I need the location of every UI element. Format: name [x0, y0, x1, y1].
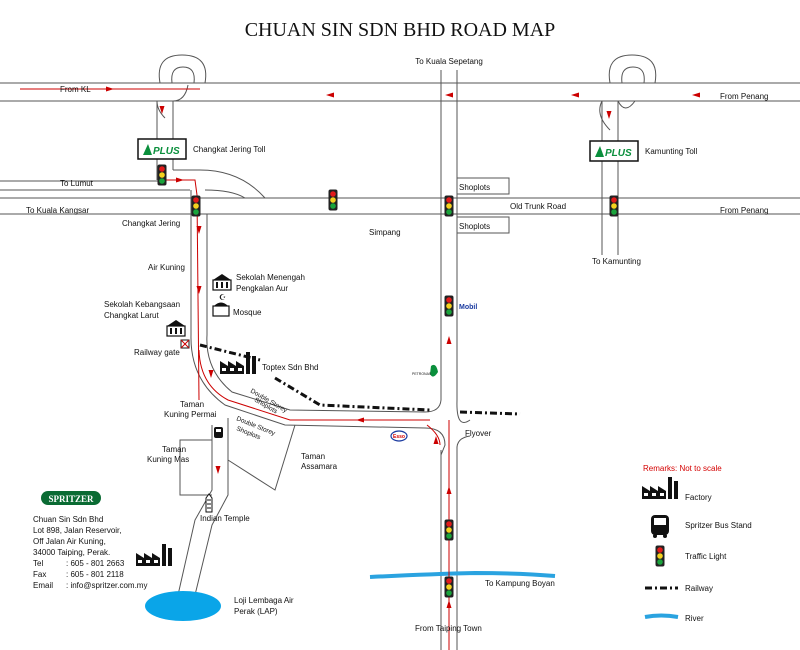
- company-tel-label: Tel: [33, 559, 43, 568]
- spritzer-logo: SPRITZER: [48, 494, 94, 504]
- school-icon: [212, 273, 232, 291]
- traffic-light-icon: [191, 195, 201, 217]
- legend-railway: Railway: [685, 584, 713, 593]
- label-taman-kuning-mas-2: Kuning Mas: [147, 455, 189, 464]
- traffic-light-icon: [328, 189, 338, 211]
- label-to-kamunting: To Kamunting: [592, 257, 641, 266]
- label-sekolah-menengah-2: Pengkalan Aur: [236, 284, 288, 293]
- label-simpang: Simpang: [369, 228, 401, 237]
- plus-toll-sign-right: PLUS: [589, 140, 639, 162]
- label-taman-assamara-2: Assamara: [301, 462, 338, 471]
- svg-text:☪: ☪: [219, 293, 226, 302]
- label-from-taiping-town: From Taiping Town: [415, 624, 482, 633]
- company-name: Chuan Sin Sdn Bhd: [33, 515, 103, 524]
- company-addr-1: Lot 898, Jalan Reservoir,: [33, 526, 122, 535]
- company-info: SPRITZER Chuan Sin Sdn Bhd Lot 898, Jala…: [33, 491, 147, 590]
- label-changkat-jering: Changkat Jering: [122, 219, 180, 228]
- label-from-penang-top: From Penang: [720, 92, 768, 101]
- label-mobil: Mobil: [459, 304, 477, 311]
- company-addr-3: 34000 Taiping, Perak.: [33, 548, 110, 557]
- temple-icon: [205, 493, 213, 513]
- esso-label: Esso: [393, 434, 405, 440]
- traffic-light-icon: [655, 545, 665, 567]
- label-shoplots-1: Shoplots: [459, 183, 490, 192]
- railway-gate-icon: [180, 339, 190, 349]
- legend-river: River: [685, 614, 704, 623]
- bus-icon: [651, 515, 669, 538]
- label-petronas: PETRONAS: [412, 372, 432, 376]
- label-loji-1: Loji Lembaga Air: [234, 596, 294, 605]
- label-sekolah-menengah-1: Sekolah Menengah: [236, 273, 305, 282]
- label-loji-2: Perak (LAP): [234, 607, 278, 616]
- label-toptex: Toptex Sdn Bhd: [262, 363, 318, 372]
- river-legend-line: [644, 613, 679, 619]
- label-from-kl: From KL: [60, 85, 91, 94]
- label-old-trunk-road: Old Trunk Road: [510, 202, 566, 211]
- label-kamunting-toll: Kamunting Toll: [645, 147, 698, 156]
- legend-remarks: Remarks: Not to scale: [643, 464, 722, 473]
- label-taman-kuning-mas-1: Taman: [162, 445, 186, 454]
- bus-stand-icon: [214, 427, 223, 438]
- label-to-kuala-kangsar: To Kuala Kangsar: [26, 206, 89, 215]
- shoplots-box: [456, 216, 510, 234]
- label-to-kampung-boyan: To Kampung Boyan: [485, 579, 555, 588]
- label-sekolah-kebangsaan-2: Changkat Larut: [104, 311, 159, 320]
- label-shoplots-2: Shoplots: [459, 222, 490, 231]
- plus-logo: PLUS: [605, 148, 632, 159]
- traffic-light-icon: [444, 519, 454, 541]
- label-flyover: Flyover: [465, 429, 492, 438]
- label-taman-kuning-permai-1: Taman: [180, 400, 204, 409]
- shoplots-box: [456, 177, 510, 195]
- factory-icon: [136, 544, 172, 566]
- traffic-light-icon: [444, 195, 454, 217]
- school-icon: [166, 319, 186, 337]
- label-changkat-jering-toll: Changkat Jering Toll: [193, 145, 266, 154]
- label-to-lumut: To Lumut: [60, 179, 94, 188]
- river: [369, 570, 556, 579]
- company-addr-2: Off Jalan Air Kuning,: [33, 537, 106, 546]
- plus-logo: PLUS: [153, 146, 180, 157]
- label-mosque: Mosque: [233, 308, 262, 317]
- traffic-light-icon: [609, 195, 619, 217]
- company-fax-label: Fax: [33, 570, 46, 579]
- label-railway-gate: Railway gate: [134, 348, 180, 357]
- esso-icon: Esso: [390, 430, 408, 442]
- lake: [145, 591, 221, 621]
- label-taman-assamara-1: Taman: [301, 452, 325, 461]
- legend-bus-stand: Spritzer Bus Stand: [685, 521, 752, 530]
- company-tel-value: : 605 - 801 2663: [66, 559, 125, 568]
- map-title: CHUAN SIN SDN BHD ROAD MAP: [245, 19, 556, 41]
- factory-icon: [642, 477, 678, 499]
- label-taman-kuning-permai-2: Kuning Permai: [164, 410, 217, 419]
- petronas-icon: [430, 364, 438, 377]
- label-from-penang-mid: From Penang: [720, 206, 768, 215]
- label-indian-temple: Indian Temple: [200, 514, 250, 523]
- label-air-kuning: Air Kuning: [148, 263, 185, 272]
- traffic-light-icon: [444, 295, 454, 317]
- mosque-icon: ☪: [212, 293, 230, 317]
- legend: Remarks: Not to scale Factory Spritzer B…: [642, 464, 752, 623]
- label-to-kuala-sepetang: To Kuala Sepetang: [415, 57, 483, 66]
- traffic-light-icon: [157, 164, 167, 186]
- company-fax-value: : 605 - 801 2118: [66, 570, 124, 579]
- factory-icon: [220, 352, 256, 374]
- label-sekolah-kebangsaan-1: Sekolah Kebangsaan: [104, 300, 180, 309]
- company-email-value: : info@spritzer.com.my: [66, 581, 147, 590]
- plus-toll-sign-left: PLUS: [137, 138, 187, 160]
- legend-factory: Factory: [685, 493, 712, 502]
- legend-traffic-light: Traffic Light: [685, 552, 727, 561]
- company-email-label: Email: [33, 581, 53, 590]
- roads: [0, 54, 800, 650]
- traffic-light-icon: [444, 576, 454, 598]
